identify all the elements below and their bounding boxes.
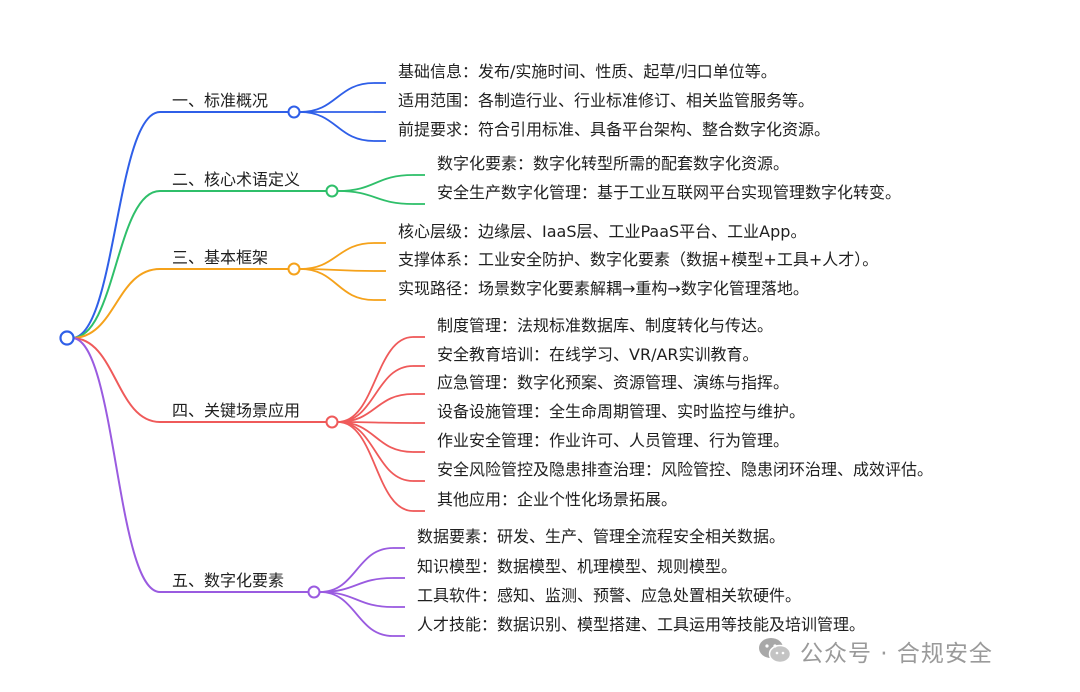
branch-1-label: 一、标准概况 bbox=[172, 91, 269, 110]
watermark: 公众号 · 合规安全 bbox=[758, 631, 993, 671]
branch-1-item-3: 前提要求：符合引用标准、具备平台架构、整合数字化资源。 bbox=[398, 120, 831, 139]
branch-2-collapse-toggle[interactable] bbox=[325, 184, 339, 198]
branch-1-item-1: 基础信息：发布/实施时间、性质、起草/归口单位等。 bbox=[398, 62, 777, 81]
leaf-connector bbox=[337, 336, 414, 423]
leaf-connector bbox=[299, 111, 375, 142]
branch-4-item-7: 其他应用：企业个性化场景拓展。 bbox=[437, 490, 678, 509]
branch-2-item-2: 安全生产数字化管理：基于工业互联网平台实现管理数字化转变。 bbox=[437, 183, 902, 202]
root-node[interactable] bbox=[59, 330, 75, 346]
branch-5-label: 五、数字化要素 bbox=[172, 571, 285, 590]
leaf-connector bbox=[337, 174, 414, 192]
leaf-connector bbox=[299, 242, 375, 270]
leaf-connector bbox=[337, 421, 414, 453]
branch-4-item-5: 作业安全管理：作业许可、人员管理、行为管理。 bbox=[437, 431, 790, 450]
branch-3-label: 三、基本框架 bbox=[172, 248, 269, 267]
leaf-connector bbox=[319, 547, 394, 593]
branch-3-collapse-toggle[interactable] bbox=[287, 262, 301, 276]
branch-3-connector bbox=[71, 268, 161, 339]
leaf-connector bbox=[337, 421, 414, 512]
branch-4-connector bbox=[71, 337, 161, 423]
leaf-connector bbox=[299, 82, 375, 113]
branch-1-collapse-toggle[interactable] bbox=[287, 105, 301, 119]
branch-4-item-6: 安全风险管控及隐患排查治理：风险管控、隐患闭环治理、成效评估。 bbox=[437, 460, 934, 479]
branch-2-connector bbox=[71, 190, 161, 339]
branch-5-item-4: 人才技能：数据识别、模型搭建、工具运用等技能及培训管理。 bbox=[417, 615, 866, 634]
leaf-connector bbox=[299, 268, 375, 301]
branch-5-item-2: 知识模型：数据模型、机理模型、规则模型。 bbox=[417, 557, 738, 576]
branch-4-collapse-toggle[interactable] bbox=[325, 415, 339, 429]
leaf-connector bbox=[337, 365, 414, 423]
leaf-connector bbox=[337, 393, 414, 423]
branch-1-item-2: 适用范围：各制造行业、行业标准修订、相关监管服务等。 bbox=[398, 91, 815, 110]
branch-1-connector bbox=[71, 111, 161, 339]
branch-2-item-1: 数字化要素：数字化转型所需的配套数字化资源。 bbox=[437, 154, 790, 173]
leaf-connector bbox=[337, 190, 414, 205]
branch-5-item-1: 数据要素：研发、生产、管理全流程安全相关数据。 bbox=[417, 527, 786, 546]
branch-5-item-3: 工具软件：感知、监测、预警、应急处置相关软硬件。 bbox=[417, 586, 802, 605]
leaf-connector bbox=[319, 591, 394, 637]
branch-4-label: 四、关键场景应用 bbox=[172, 401, 301, 420]
branch-4-item-3: 应急管理：数字化预案、资源管理、演练与指挥。 bbox=[437, 373, 790, 392]
branch-2-label: 二、核心术语定义 bbox=[172, 170, 301, 189]
watermark-text: 公众号 · 合规安全 bbox=[800, 641, 993, 667]
branch-4-item-2: 安全教育培训：在线学习、VR/AR实训教育。 bbox=[437, 345, 759, 364]
branch-4-item-4: 设备设施管理：全生命周期管理、实时监控与维护。 bbox=[437, 402, 806, 421]
wechat-icon bbox=[759, 638, 792, 664]
branch-3-item-3: 实现路径：场景数字化要素解耦→重构→数字化管理落地。 bbox=[398, 279, 809, 298]
branch-4-item-1: 制度管理：法规标准数据库、制度转化与传达。 bbox=[437, 316, 774, 335]
branch-3-item-1: 核心层级：边缘层、IaaS层、工业PaaS平台、工业App。 bbox=[398, 222, 807, 241]
branch-5-connector bbox=[71, 337, 161, 593]
branch-3-item-2: 支撑体系：工业安全防护、数字化要素（数据+模型+工具+人才）。 bbox=[398, 250, 879, 269]
branch-5-collapse-toggle[interactable] bbox=[307, 585, 321, 599]
